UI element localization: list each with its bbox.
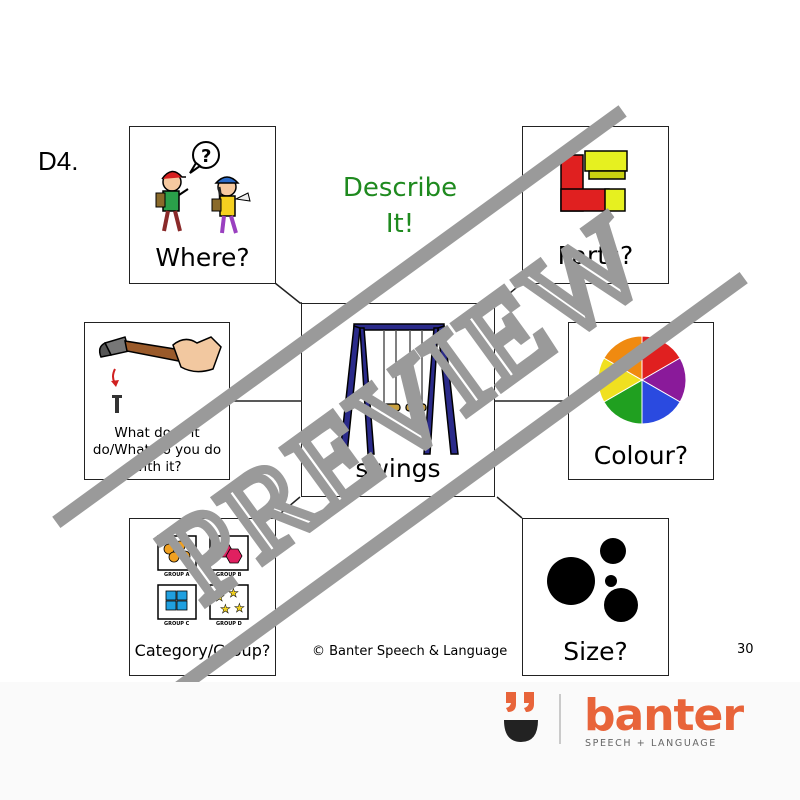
function-label: What does it do/What do you do with it? (85, 425, 229, 476)
brand-name: banter (584, 690, 744, 741)
group-b-label: GROUP B (216, 572, 242, 578)
hammer-nail-icon (98, 336, 222, 413)
banter-logo-icon (504, 692, 561, 744)
parts-blocks-icon (560, 150, 628, 212)
parts-card: Parts? (522, 126, 669, 284)
swings-card: swings (301, 303, 495, 497)
category-card: ★ ★ ★ ★ GROUP A GROUP B GROUP C GROUP D … (129, 518, 276, 676)
page-title: Describe It! (310, 170, 490, 242)
function-label-line-2: do/What do you do (92, 442, 222, 458)
category-label: Category/Group? (134, 641, 271, 660)
page-number: 30 (737, 642, 754, 657)
function-card: What does it do/What do you do with it? (84, 322, 230, 480)
colour-card: Colour? (568, 322, 714, 480)
size-circles-icon (547, 538, 638, 622)
function-label-line-3: with it? (132, 459, 182, 475)
swings-label: swings (355, 454, 441, 483)
size-card: Size? (522, 518, 669, 676)
svg-text:★: ★ (228, 586, 239, 600)
brand-tagline: SPEECH + LANGUAGE (585, 738, 717, 749)
title-line-1: Describe (342, 173, 458, 203)
kids-hiking-icon: ? (155, 141, 251, 234)
title-line-2: It! (385, 209, 415, 239)
group-a-label: GROUP A (164, 572, 190, 578)
footer (0, 682, 800, 800)
group-c-label: GROUP C (164, 621, 190, 627)
svg-text:★: ★ (234, 601, 245, 615)
colour-wheel-icon (597, 335, 687, 425)
colour-label: Colour? (593, 441, 689, 470)
category-groups-icon: ★ ★ ★ ★ (157, 535, 249, 620)
group-d-label: GROUP D (216, 621, 242, 627)
where-label: Where? (155, 243, 250, 272)
svg-text:★: ★ (220, 602, 231, 616)
function-label-line-1: What does it (114, 425, 200, 441)
sheet-id: D4. (38, 146, 79, 176)
size-label: Size? (563, 637, 628, 666)
copyright-text: © Banter Speech & Language (312, 644, 508, 659)
parts-label: Parts? (557, 241, 634, 270)
svg-text:?: ? (201, 146, 211, 167)
swing-set-icon (339, 323, 459, 455)
where-card: ? Where? (129, 126, 276, 284)
